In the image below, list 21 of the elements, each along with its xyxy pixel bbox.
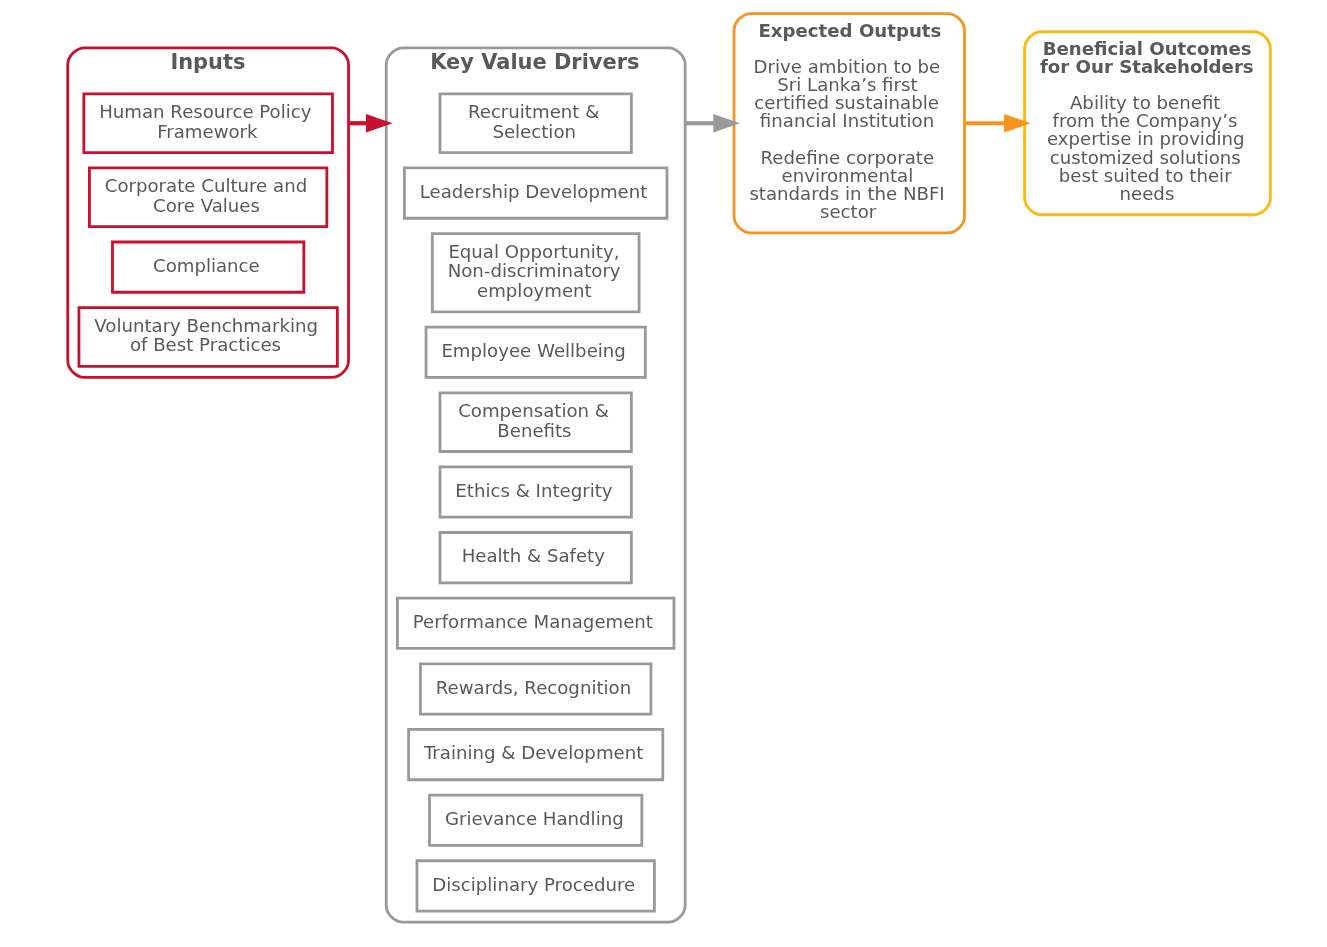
node-box: Corporate Culture and Core Values <box>88 166 329 228</box>
node-box: Voluntary Benchmarking of Best Practices <box>77 306 339 368</box>
node-box: Human Resource Policy Framework <box>82 92 334 154</box>
node-box: Grievance Handling <box>428 793 644 847</box>
node-box: Compensation & Benefits <box>438 391 633 453</box>
arrow <box>348 113 393 133</box>
arrow <box>964 113 1031 133</box>
node-box: Compliance <box>111 240 306 294</box>
node-box: Leadership Development <box>403 166 669 220</box>
node-box: Ethics & Integrity <box>438 465 633 519</box>
node-box: Performance Management <box>396 596 676 650</box>
node-box: Recruitment & Selection <box>438 92 633 154</box>
arrow <box>685 113 740 133</box>
node-box: Expected Outputs Drive ambition to be Sri Lanka’s first certified sustainable financial Institution Redefine corporate environmental standards in the NBFI sector <box>732 12 966 235</box>
node-box: Training & Development <box>407 728 665 782</box>
node-box: Employee Wellbeing <box>424 325 647 379</box>
node-box: Beneficial Outcomes for Our Stakeholders Ability to benefit from the Company’s expertise in providing customized solutions best suited to their needs <box>1023 30 1272 217</box>
node-box: Disciplinary Procedure <box>415 859 656 913</box>
node-box: Health & Safety <box>438 531 633 585</box>
node-box: Equal Opportunity, Non-discriminatory employment <box>430 232 641 314</box>
node-box: Rewards, Recognition <box>419 662 653 716</box>
